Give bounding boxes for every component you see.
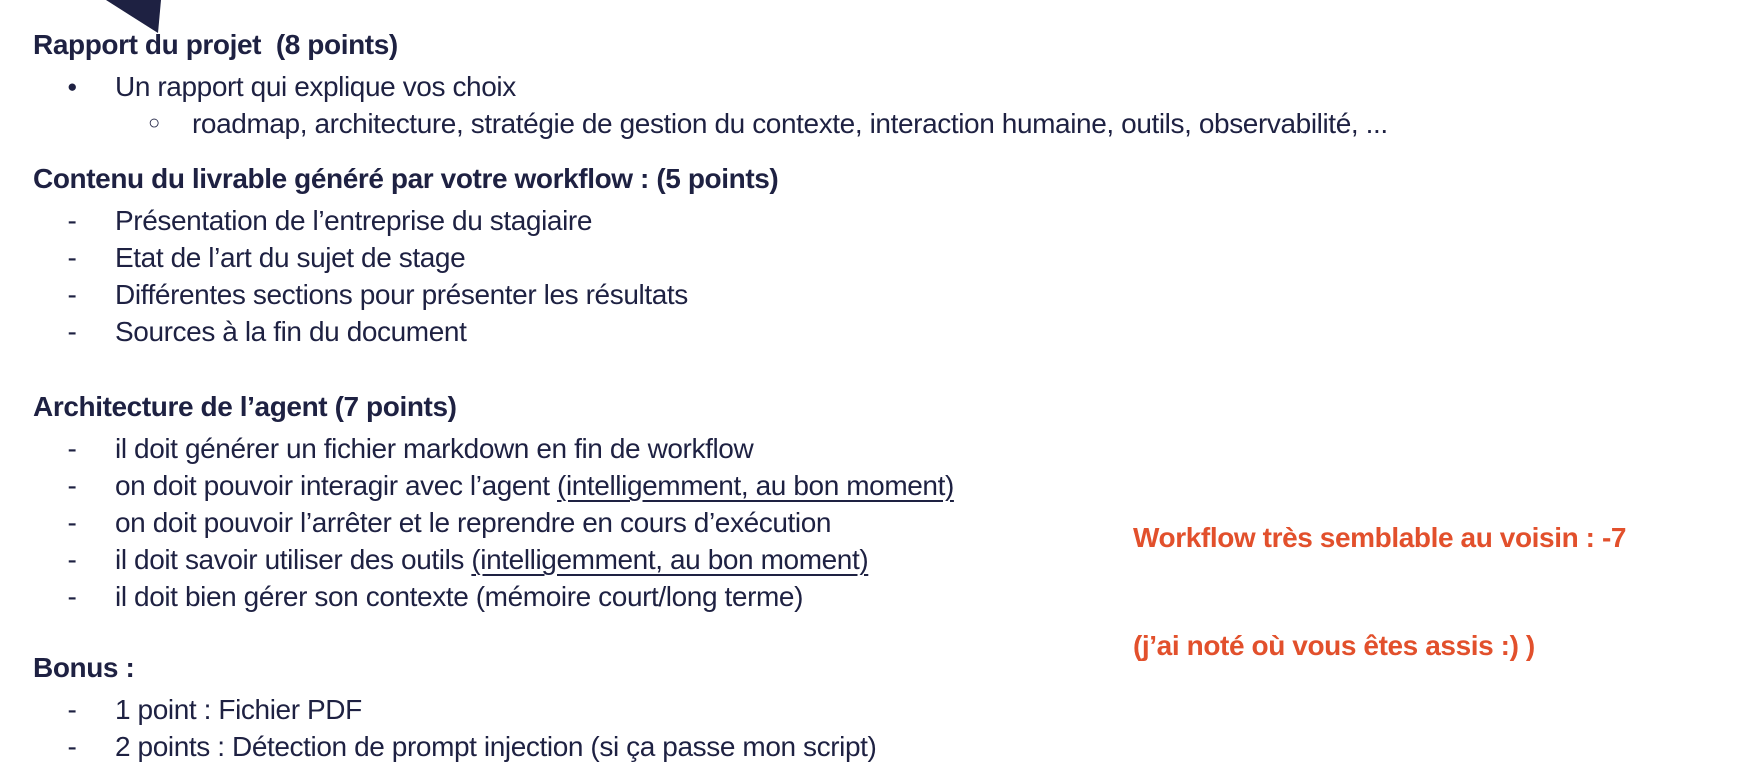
list-item: - il doit générer un fichier markdown en … (33, 430, 954, 467)
list-item: - on doit pouvoir l’arrêter et le reprend… (33, 504, 954, 541)
list-item-text: il doit savoir utiliser des outils (inte… (115, 544, 869, 575)
annotation-line: Workflow très semblable au voisin : -7 (1133, 522, 1627, 553)
underlined-text: (intelligemment, au bon moment) (471, 544, 869, 575)
list-item: - Présentation de l’entreprise du stagiai… (33, 202, 778, 239)
list-item-text: on doit pouvoir interagir avec l’agent (… (115, 470, 954, 501)
dash-icon: - (67, 544, 77, 575)
grader-annotation: Workflow très semblable au voisin : -7 (… (1133, 448, 1626, 736)
dash-icon: - (67, 279, 77, 310)
section-heading: Rapport du projet (8 points) (33, 29, 398, 60)
dash-icon: - (67, 316, 77, 347)
dash-icon: - (67, 470, 77, 501)
list-item-text: Différentes sections pour présenter les … (115, 279, 688, 310)
list-item: - 1 point : Fichier PDF (33, 691, 876, 728)
section-heading: Contenu du livrable généré par votre wor… (33, 163, 779, 194)
plain-text: il doit savoir utiliser des outils (115, 544, 472, 575)
dash-icon: - (67, 507, 77, 538)
list-item: ○ roadmap, architecture, stratégie de ges… (33, 105, 1388, 142)
list-item: - il doit savoir utiliser des outils (int… (33, 541, 954, 578)
list-item: - Sources à la fin du document (33, 313, 778, 350)
list-item-text: il doit générer un fichier markdown en f… (115, 433, 754, 464)
section-contenu: Contenu du livrable généré par votre wor… (33, 160, 779, 350)
list-item: - on doit pouvoir interagir avec l’agent … (33, 467, 955, 504)
list-item-text: on doit pouvoir l’arrêter et le reprendr… (115, 507, 832, 538)
underlined-text: (intelligemment, au bon moment) (557, 470, 954, 501)
dash-icon: - (67, 242, 77, 273)
list-item: - Différentes sections pour présenter les… (33, 276, 778, 313)
section-bonus: Bonus : - 1 point : Fichier PDF - 2 points :… (33, 649, 877, 765)
section-rapport: Rapport du projet (8 points) ● Un rapport … (33, 26, 1388, 142)
section-heading: Architecture de l’agent (7 points) (33, 391, 457, 422)
dash-icon: - (67, 581, 77, 612)
dash-icon: - (67, 731, 77, 762)
dash-icon: - (67, 433, 77, 464)
list-item-text: Un rapport qui explique vos choix (115, 71, 516, 102)
list-item-text: 2 points : Détection de prompt injection… (115, 731, 877, 762)
annotation-line: (j’ai noté où vous êtes assis :) ) (1133, 630, 1535, 661)
section-architecture: Architecture de l’agent (7 points) - il do… (33, 388, 954, 615)
list-item: - il doit bien gérer son contexte (mémoir… (33, 578, 954, 615)
list-item-text: 1 point : Fichier PDF (115, 694, 362, 725)
section-heading: Bonus : (33, 652, 135, 683)
list-item-text: roadmap, architecture, stratégie de gest… (192, 108, 1388, 139)
bullet-icon: ● (67, 77, 77, 96)
dash-icon: - (67, 694, 77, 725)
pointer-triangle-icon (106, 0, 161, 33)
dash-icon: - (67, 205, 77, 236)
list-item-text: il doit bien gérer son contexte (mémoire… (115, 581, 804, 612)
list-item: - 2 points : Détection de prompt injectio… (33, 728, 877, 765)
list-item-text: Etat de l’art du sujet de stage (115, 242, 466, 273)
list-item-text: Sources à la fin du document (115, 316, 467, 347)
circle-bullet-icon: ○ (148, 112, 160, 134)
list-item: - Etat de l’art du sujet de stage (33, 239, 778, 276)
list-item-text: Présentation de l’entreprise du stagiair… (115, 205, 593, 236)
list-item: ● Un rapport qui explique vos choix (33, 68, 1388, 105)
plain-text: on doit pouvoir interagir avec l’agent (115, 470, 558, 501)
